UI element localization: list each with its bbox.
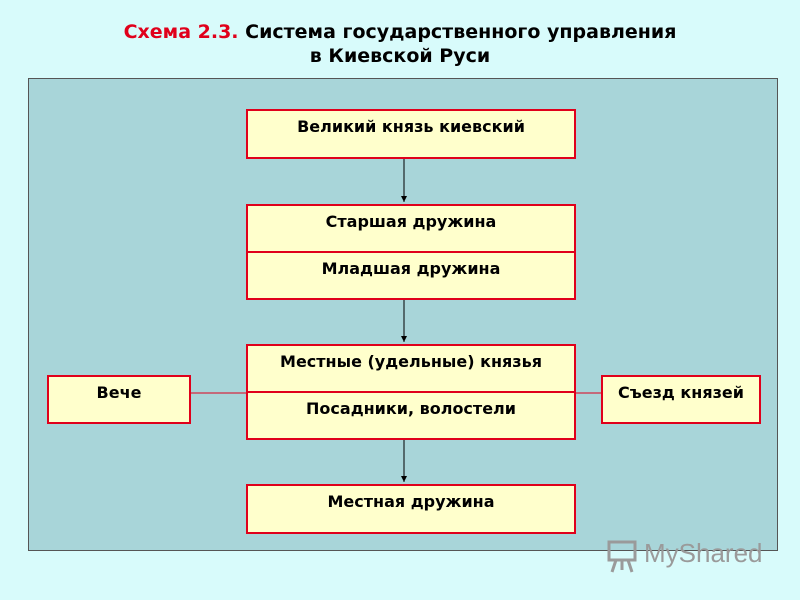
senior-retinue-cell: Старшая дружина bbox=[248, 206, 574, 253]
box-local-authorities: Местные (удельные) князья Посадники, вол… bbox=[246, 344, 576, 440]
box-princes-congress: Съезд князей bbox=[601, 375, 761, 424]
box-retinue: Старшая дружина Младшая дружина bbox=[246, 204, 576, 300]
posadniki-cell: Посадники, волостели bbox=[248, 393, 574, 438]
box-local-retinue: Местная дружина bbox=[246, 484, 576, 534]
watermark: MyShared bbox=[606, 536, 776, 576]
diagram-title: Схема 2.3. Система государственного упра… bbox=[0, 20, 800, 68]
local-retinue-label: Местная дружина bbox=[327, 492, 495, 511]
princes-congress-label: Съезд князей bbox=[618, 383, 744, 402]
local-princes-label: Местные (удельные) князья bbox=[280, 352, 542, 371]
junior-retinue-cell: Младшая дружина bbox=[248, 253, 574, 298]
title-line2: в Киевской Руси bbox=[309, 45, 491, 67]
posadniki-label: Посадники, волостели bbox=[306, 399, 516, 418]
presentation-icon bbox=[607, 540, 637, 573]
junior-retinue-label: Младшая дружина bbox=[321, 259, 501, 278]
watermark-text: MyShared bbox=[644, 538, 763, 568]
title-line1: Система государственного управления bbox=[245, 21, 677, 43]
local-princes-cell: Местные (удельные) князья bbox=[248, 346, 574, 393]
senior-retinue-label: Старшая дружина bbox=[325, 212, 497, 231]
title-number: Схема 2.3. bbox=[123, 21, 239, 43]
box-veche: Вече bbox=[47, 375, 191, 424]
grand-prince-label: Великий князь киевский bbox=[297, 117, 525, 136]
box-grand-prince: Великий князь киевский bbox=[246, 109, 576, 159]
veche-label: Вече bbox=[96, 383, 142, 402]
